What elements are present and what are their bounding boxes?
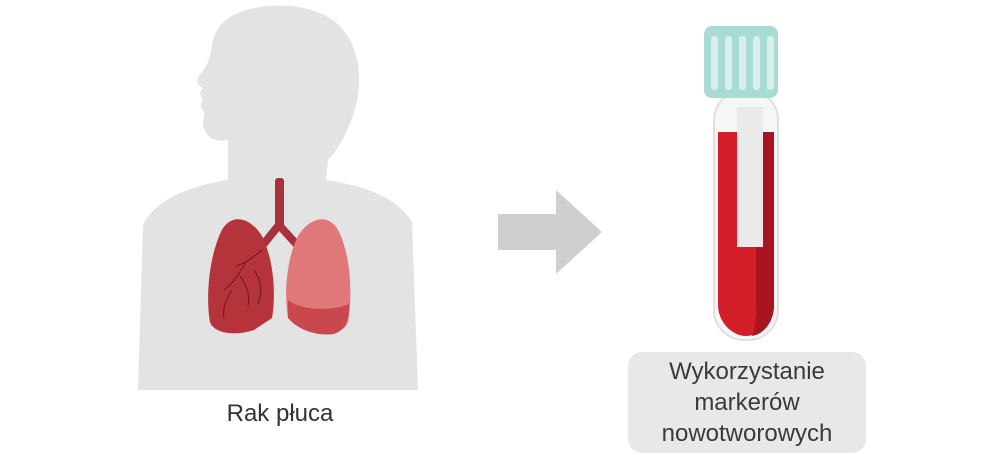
right-lung-lower (288, 300, 350, 335)
arrow-right-icon (498, 190, 602, 274)
right-lung (286, 219, 351, 334)
lungs-illustration (208, 178, 351, 335)
blood-tube (704, 26, 779, 341)
cap-ridges (711, 36, 774, 90)
tumor-markers-label-box: Wykorzystanie markerów nowotworowych (628, 352, 866, 453)
trachea (275, 178, 284, 230)
label-line-2: markerów (694, 389, 800, 416)
label-line-3: nowotworowych (661, 420, 833, 447)
left-lung-veins (222, 249, 263, 319)
lung-cancer-caption: Rak płuca (226, 400, 334, 427)
label-line-1: Wykorzystanie (669, 358, 825, 385)
tube-sticker (737, 107, 763, 247)
